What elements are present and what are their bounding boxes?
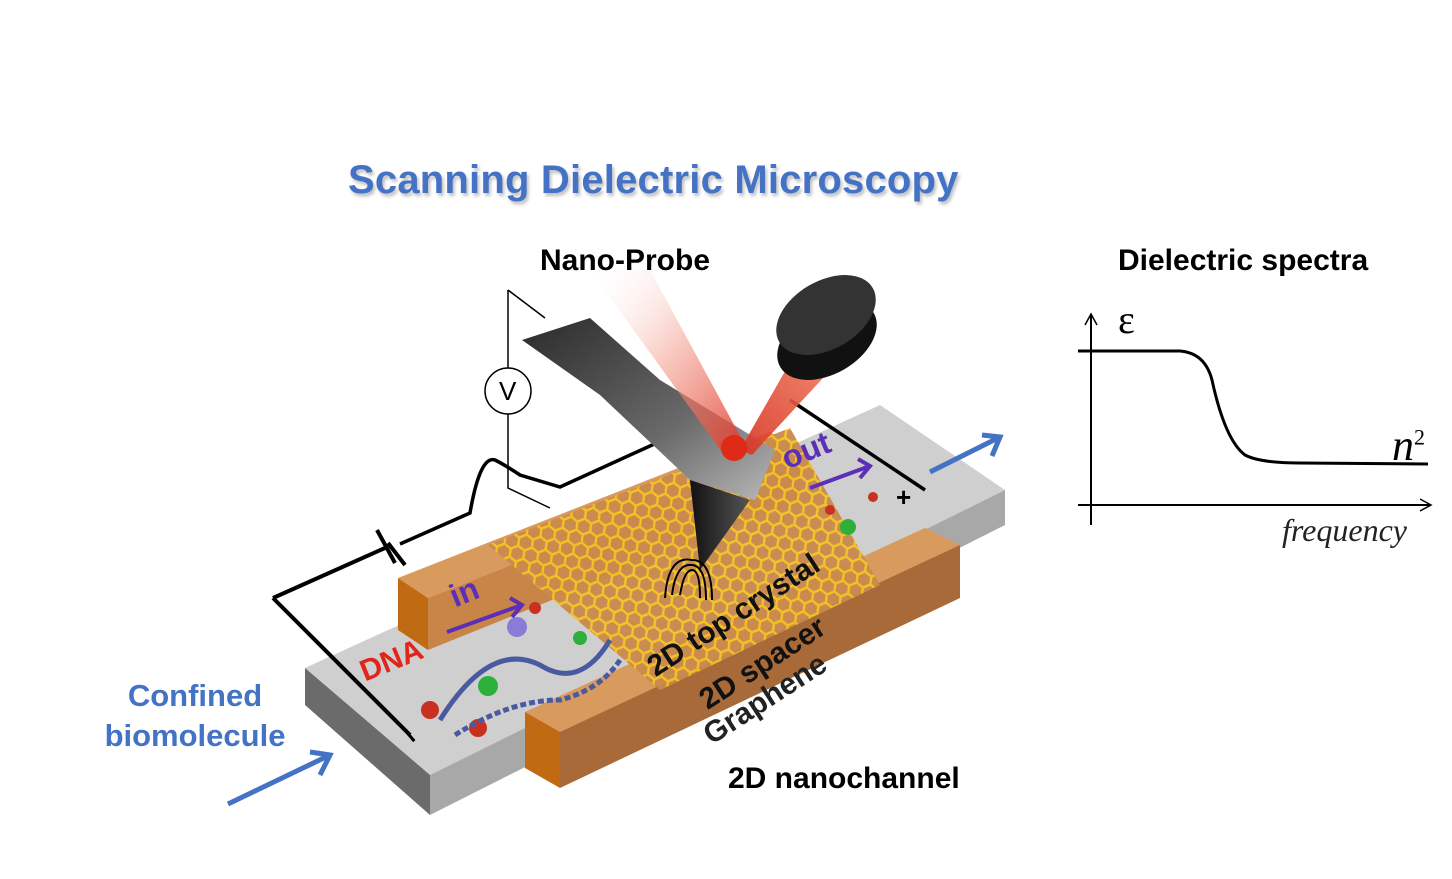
photodetector-icon — [776, 275, 877, 380]
battery-icon — [375, 529, 407, 567]
epsilon-symbol: ε — [1118, 297, 1135, 342]
spectra-pointer-arrow — [928, 432, 1004, 475]
dielectric-spectrum-plot — [1078, 312, 1433, 525]
spectrum-curve — [1078, 349, 1429, 466]
n-base: n — [1392, 421, 1414, 470]
confined-pointer-arrow — [226, 749, 334, 807]
frequency-axis-label: frequency — [1282, 512, 1407, 548]
y-axis-arrowhead — [1084, 312, 1098, 326]
n-squared-symbol: n2 — [1392, 420, 1425, 471]
voltmeter-icon — [484, 367, 532, 415]
laser-spot — [721, 435, 747, 461]
nanochannel-label: 2D nanochannel — [728, 762, 960, 795]
voltmeter-symbol: V — [499, 376, 517, 406]
confined-line-2: biomolecule — [104, 718, 286, 753]
confined-line-1: Confined — [127, 678, 263, 713]
flow-arrow-out — [809, 457, 874, 490]
flow-arrow-in — [446, 596, 526, 634]
dielectric-spectra-label: Dielectric spectra — [1118, 244, 1369, 277]
plus-terminal: + — [896, 482, 912, 512]
laser-incident-beam — [590, 270, 745, 452]
nano-probe-label: Nano-Probe — [540, 244, 711, 277]
probe-tip — [690, 480, 750, 570]
field-lines — [664, 558, 713, 601]
confined-biomolecule-label: Confined biomolecule — [90, 676, 300, 756]
x-axis-arrowhead — [1419, 498, 1433, 512]
cantilever — [522, 318, 775, 500]
dna-helix — [437, 638, 623, 738]
molecules — [421, 492, 878, 737]
diagram-title: Scanning Dielectric Microscopy — [348, 158, 959, 202]
circuit-wires — [271, 289, 926, 737]
n-exponent: 2 — [1414, 424, 1425, 450]
